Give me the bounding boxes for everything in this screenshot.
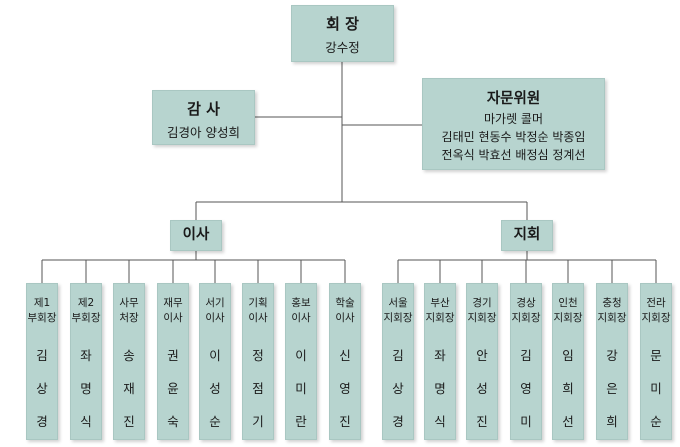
director-name-char: 영 (339, 381, 351, 396)
branch-card: 전라 지회장 문 미 순 (640, 283, 672, 440)
director-name-char: 윤 (167, 381, 179, 396)
branch-name-char: 성 (476, 381, 488, 396)
director-name-char: 기 (252, 414, 264, 429)
branch-name-char: 강 (606, 348, 618, 363)
director-card: 제2 부회장 좌 명 식 (70, 283, 102, 440)
branch-card: 인천 지회장 임 희 선 (552, 283, 584, 440)
director-card: 학술 이사 신 영 진 (329, 283, 361, 440)
branch-name-char: 희 (562, 381, 574, 396)
branch-role: 전라 지회장 (641, 297, 671, 324)
director-card: 서기 이사 이 성 순 (199, 283, 231, 440)
auditor-title: 감 사 (187, 100, 220, 118)
branch-role: 부산 지회장 (425, 297, 455, 324)
advisors-line1: 마가렛 콜머 (483, 112, 543, 126)
director-name-char: 권 (167, 348, 179, 363)
branch-name-char: 은 (606, 381, 618, 396)
director-role: 기획 이사 (248, 297, 268, 324)
branch-role: 경상 지회장 (511, 297, 541, 324)
director-name-char: 좌 (80, 348, 92, 363)
branch-card: 서울 지회장 김 상 경 (382, 283, 414, 440)
branch-card: 경기 지회장 안 성 진 (466, 283, 498, 440)
branch-card: 부산 지회장 좌 명 식 (424, 283, 456, 440)
director-role: 사무 처장 (119, 297, 139, 324)
directors-title: 이사 (182, 227, 210, 243)
branches-title: 지회 (513, 227, 541, 243)
auditor-names: 김경아 양성희 (167, 125, 240, 140)
directors-header: 이사 (170, 220, 222, 251)
director-name-char: 송 (123, 348, 135, 363)
director-card: 재무 이사 권 윤 숙 (157, 283, 189, 440)
branch-name-char: 미 (520, 414, 532, 429)
chairman-name: 강수정 (325, 40, 360, 55)
advisors-box: 자문위원 마가렛 콜머 김태민 현동수 박정순 박종임 전옥식 박효선 배정심 … (422, 78, 605, 170)
director-name-char: 진 (339, 414, 351, 429)
branch-name-char: 선 (562, 414, 574, 429)
branch-name-char: 상 (392, 381, 404, 396)
branch-name-char: 임 (562, 348, 574, 363)
branch-card: 경상 지회장 김 영 미 (510, 283, 542, 440)
branch-name-char: 영 (520, 381, 532, 396)
branch-name-char: 진 (476, 414, 488, 429)
director-name-char: 정 (252, 348, 264, 363)
branch-name-char: 미 (650, 381, 662, 396)
director-name-char: 재 (123, 381, 135, 396)
branch-name-char: 명 (434, 381, 446, 396)
advisors-line2: 김태민 현동수 박정순 박종임 (441, 130, 586, 144)
branch-role: 충청 지회장 (597, 297, 627, 324)
director-name-char: 상 (36, 381, 48, 396)
director-role: 제2 부회장 (71, 297, 101, 324)
director-name-char: 순 (209, 414, 221, 429)
branch-name-char: 경 (392, 414, 404, 429)
director-name-char: 명 (80, 381, 92, 396)
director-name-char: 진 (123, 414, 135, 429)
branch-role: 경기 지회장 (467, 297, 497, 324)
director-name-char: 경 (36, 414, 48, 429)
director-name-char: 김 (36, 348, 48, 363)
director-role: 제1 부회장 (27, 297, 57, 324)
branch-name-char: 식 (434, 414, 446, 429)
director-card: 사무 처장 송 재 진 (113, 283, 145, 440)
director-name-char: 신 (339, 348, 351, 363)
director-name-char: 식 (80, 414, 92, 429)
chairman-box: 회 장 강수정 (291, 5, 394, 62)
director-name-char: 이 (295, 348, 307, 363)
branch-name-char: 좌 (434, 348, 446, 363)
director-name-char: 이 (209, 348, 221, 363)
branch-name-char: 김 (520, 348, 532, 363)
auditor-box: 감 사 김경아 양성희 (152, 90, 255, 145)
branches-header: 지회 (501, 220, 553, 251)
director-role: 홍보 이사 (291, 297, 311, 324)
director-card: 홍보 이사 이 미 란 (285, 283, 317, 440)
director-role: 재무 이사 (163, 297, 183, 324)
branch-name-char: 문 (650, 348, 662, 363)
director-card: 기획 이사 정 점 기 (242, 283, 274, 440)
director-name-char: 숙 (167, 414, 179, 429)
advisors-title: 자문위원 (486, 91, 541, 107)
chairman-title: 회 장 (326, 15, 359, 33)
director-role: 학술 이사 (335, 297, 355, 324)
director-role: 서기 이사 (205, 297, 225, 324)
branch-name-char: 안 (476, 348, 488, 363)
advisors-line3: 전옥식 박효선 배정심 정계선 (441, 148, 586, 162)
director-name-char: 성 (209, 381, 221, 396)
branch-card: 충청 지회장 강 은 희 (596, 283, 628, 440)
director-name-char: 미 (295, 381, 307, 396)
branch-role: 인천 지회장 (553, 297, 583, 324)
branch-name-char: 순 (650, 414, 662, 429)
branch-name-char: 희 (606, 414, 618, 429)
director-name-char: 란 (295, 414, 307, 429)
branch-role: 서울 지회장 (383, 297, 413, 324)
director-name-char: 점 (252, 381, 264, 396)
branch-name-char: 김 (392, 348, 404, 363)
director-card: 제1 부회장 김 상 경 (26, 283, 58, 440)
